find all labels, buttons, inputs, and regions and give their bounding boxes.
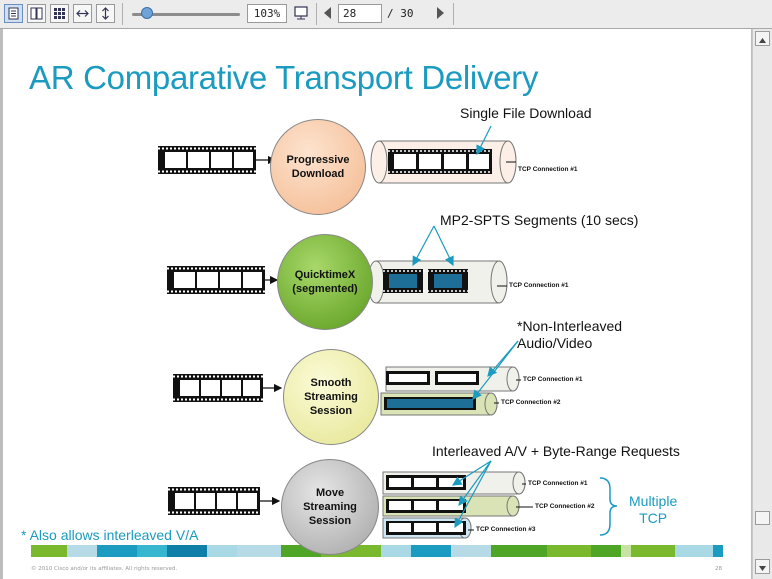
tcp-label-row3b: TCP Connection #2 (501, 399, 561, 406)
tcp-pipe-row4a (382, 471, 526, 495)
method-progressive-download: Progressive Download (270, 119, 366, 215)
scroll-down-icon (759, 566, 766, 571)
multiple-tcp-line1: Multiple (629, 493, 678, 509)
callout-arrow-row4b (458, 460, 492, 506)
slide-page-number: 28 (715, 566, 722, 572)
scroll-up-icon (759, 38, 766, 43)
film-strip-row1 (158, 146, 256, 174)
callout-arrow-row2b (433, 225, 454, 267)
tcp-label-row4c: TCP Connection #3 (476, 526, 536, 533)
method-smooth-streaming: Smooth Streaming Session (283, 349, 379, 445)
scrollbar-thumb[interactable] (755, 511, 770, 525)
tcp-label-row1: TCP Connection #1 (518, 166, 578, 173)
presentation-button[interactable] (292, 4, 311, 23)
color-stripe (31, 545, 723, 557)
callout-arrow-row2a (412, 225, 435, 267)
copyright: © 2010 Cisco and/or its affiliates. All … (31, 566, 178, 572)
current-page-field[interactable]: 28 (338, 4, 382, 23)
callout-arrow-row3b (472, 340, 519, 400)
slide-title: AR Comparative Transport Delivery (29, 59, 539, 96)
fit-height-button[interactable] (96, 4, 115, 23)
continuous-page-icon (30, 7, 43, 20)
zoom-level-field[interactable]: 103% (247, 4, 287, 23)
multiple-tcp-label: Multiple TCP (629, 493, 677, 527)
zoom-slider-thumb[interactable] (141, 7, 153, 19)
tcp-pipe-row2 (367, 260, 508, 304)
fit-width-icon (76, 10, 89, 17)
zoom-slider-track[interactable] (132, 13, 240, 16)
single-page-icon (8, 7, 19, 20)
multiple-tcp-brace (599, 477, 618, 536)
tcp-pipe-row3a (385, 366, 520, 392)
tcp-label-row2: TCP Connection #1 (509, 282, 569, 289)
callout-mp2-spts-segments: MP2-SPTS Segments (10 secs) (440, 212, 639, 228)
tcp-pipe-row3b (380, 392, 498, 416)
callout-arrow-row4a (451, 460, 492, 486)
fit-width-button[interactable] (73, 4, 92, 23)
callout-single-file-download: Single File Download (460, 105, 592, 121)
tcp-pipe-row4b (382, 495, 520, 517)
transport-diagram (31, 125, 723, 557)
callout-arrow-row4c (454, 460, 492, 529)
single-page-button[interactable] (4, 4, 23, 23)
thumbnail-grid-button[interactable] (50, 4, 69, 23)
continuous-page-button[interactable] (27, 4, 46, 23)
toolbar-separator (453, 3, 454, 25)
callout-non-interleaved: *Non-Interleaved Audio/Video (517, 318, 623, 351)
film-strip-row4 (168, 487, 260, 515)
tcp-label-row4b: TCP Connection #2 (535, 503, 595, 510)
previous-page-icon[interactable] (324, 7, 331, 19)
footnote: * Also allows interleaved V/A (21, 527, 199, 543)
method-move-streaming: Move Streaming Session (281, 459, 379, 555)
tcp-pipe-row1 (370, 140, 517, 184)
multiple-tcp-line2: TCP (639, 510, 668, 526)
toolbar-separator (316, 3, 317, 25)
next-page-icon[interactable] (437, 7, 444, 19)
tcp-label-row4a: TCP Connection #1 (528, 480, 588, 487)
film-strip-row2 (167, 266, 265, 294)
scroll-down-button[interactable] (755, 559, 770, 574)
toolbar-separator (122, 3, 123, 25)
total-pages-label: / 30 (387, 7, 414, 20)
method-quicktimex: QuicktimeX (segmented) (277, 234, 373, 330)
presentation-icon (294, 6, 308, 20)
film-strip-row3 (173, 374, 263, 402)
slide-page: AR Comparative Transport Delivery (3, 29, 751, 579)
vertical-scrollbar[interactable] (752, 29, 772, 579)
thumbnail-grid-icon (54, 8, 65, 19)
tcp-label-row3a: TCP Connection #1 (523, 376, 583, 383)
callout-arrow-row1 (476, 125, 492, 156)
fit-height-icon (102, 7, 109, 20)
scroll-up-button[interactable] (755, 31, 770, 46)
tcp-pipe-row4c (382, 517, 472, 539)
viewer-toolbar: 103% 28 / 30 (0, 0, 772, 29)
callout-interleaved-byte-range: Interleaved A/V + Byte-Range Requests (432, 443, 680, 459)
